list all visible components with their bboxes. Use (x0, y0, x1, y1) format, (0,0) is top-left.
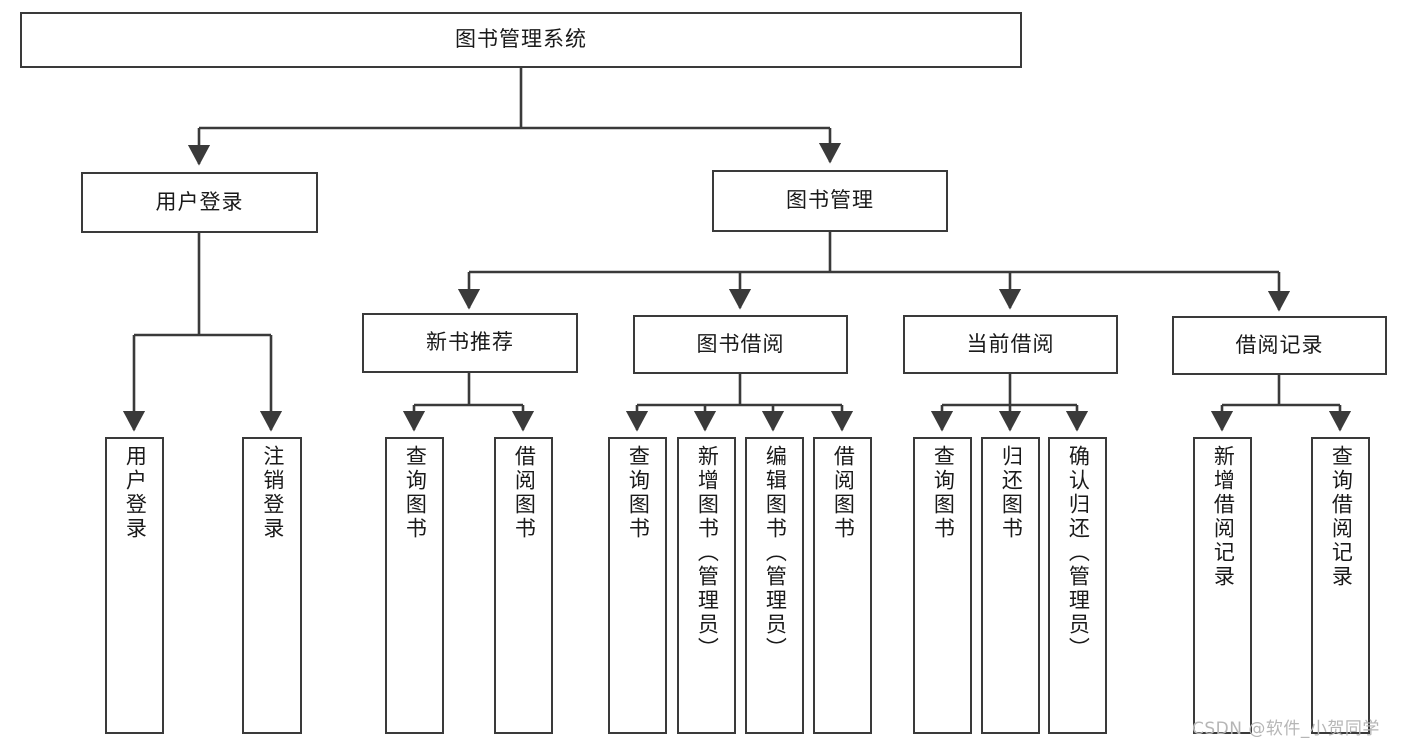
csdn-watermark: CSDN @软件_小贺同学 (1192, 719, 1380, 739)
leaf-query-borrow-record[interactable]: 查询借阅记录 (1311, 437, 1370, 734)
node-borrow-record[interactable]: 借阅记录 (1172, 316, 1387, 375)
node-root-label: 图书管理系统 (455, 27, 587, 52)
leaf-edit-book-admin[interactable]: 编辑图书（管理员） (745, 437, 804, 734)
node-user-login-label: 用户登录 (155, 189, 244, 214)
leaf-borrow-book[interactable]: 借阅图书 (813, 437, 872, 734)
leaf-add-book-admin-label: 新增图书（管理员） (695, 445, 720, 661)
leaf-return-book[interactable]: 归还图书 (981, 437, 1040, 734)
leaf-user-login-label: 用户登录 (123, 445, 148, 541)
leaf-logout-label: 注销登录 (260, 445, 285, 541)
leaf-confirm-return-admin-label: 确认归还（管理员） (1066, 445, 1091, 661)
leaf-recommend-borrow-book[interactable]: 借阅图书 (494, 437, 553, 734)
leaf-logout[interactable]: 注销登录 (242, 437, 302, 734)
leaf-add-borrow-record-label: 新增借阅记录 (1211, 445, 1236, 589)
node-new-book-recommend[interactable]: 新书推荐 (362, 313, 578, 373)
node-book-management-label: 图书管理 (786, 188, 874, 213)
node-book-borrow-label: 图书借阅 (696, 331, 785, 356)
node-user-login[interactable]: 用户登录 (81, 172, 318, 233)
node-book-management[interactable]: 图书管理 (712, 170, 948, 232)
leaf-recommend-query-book-label: 查询图书 (403, 445, 428, 541)
leaf-add-borrow-record[interactable]: 新增借阅记录 (1193, 437, 1252, 734)
leaf-recommend-borrow-book-label: 借阅图书 (512, 445, 537, 541)
leaf-edit-book-admin-label: 编辑图书（管理员） (763, 445, 788, 661)
leaf-recommend-query-book[interactable]: 查询图书 (385, 437, 444, 734)
leaf-borrow-query-book-label: 查询图书 (626, 445, 651, 541)
leaf-current-query-book[interactable]: 查询图书 (913, 437, 972, 734)
leaf-current-query-book-label: 查询图书 (931, 445, 956, 541)
leaf-borrow-query-book[interactable]: 查询图书 (608, 437, 667, 734)
leaf-confirm-return-admin[interactable]: 确认归还（管理员） (1048, 437, 1107, 734)
leaf-return-book-label: 归还图书 (999, 445, 1024, 541)
leaf-query-borrow-record-label: 查询借阅记录 (1329, 445, 1354, 589)
node-current-borrow[interactable]: 当前借阅 (903, 315, 1118, 374)
node-new-book-recommend-label: 新书推荐 (426, 330, 514, 355)
leaf-add-book-admin[interactable]: 新增图书（管理员） (677, 437, 736, 734)
leaf-borrow-book-label: 借阅图书 (831, 445, 856, 541)
leaf-user-login[interactable]: 用户登录 (105, 437, 164, 734)
node-borrow-record-label: 借阅记录 (1235, 332, 1324, 357)
node-current-borrow-label: 当前借阅 (966, 331, 1055, 356)
node-book-borrow[interactable]: 图书借阅 (633, 315, 848, 374)
node-root[interactable]: 图书管理系统 (20, 12, 1022, 68)
